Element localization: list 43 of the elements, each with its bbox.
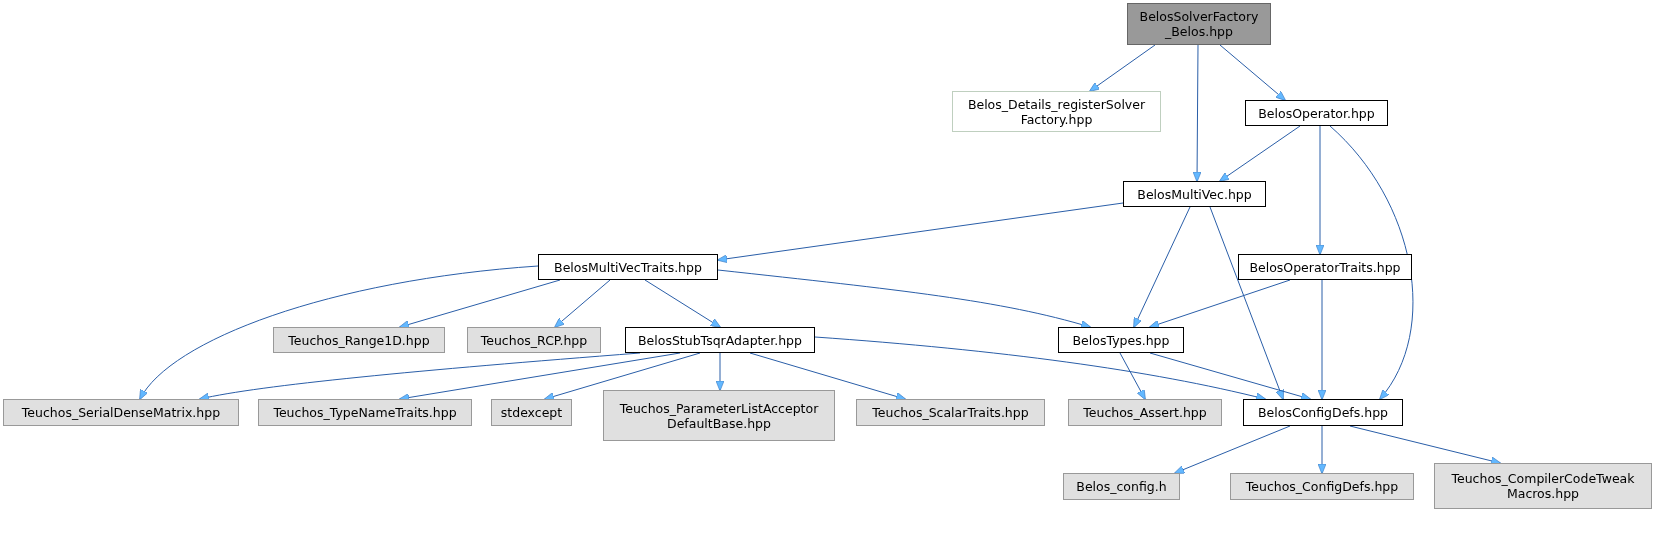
arrow	[644, 279, 722, 328]
file-node: BelosTypes.hpp	[1058, 327, 1184, 353]
file-node: Teuchos_TypeNameTraits.hpp	[258, 399, 472, 426]
arrow	[1219, 44, 1287, 101]
arrow	[717, 269, 1092, 329]
arrow	[1329, 125, 1414, 401]
file-node: Teuchos_ConfigDefs.hpp	[1230, 473, 1414, 500]
file-node: BelosOperator.hpp	[1245, 100, 1388, 126]
arrow	[1315, 125, 1325, 256]
file-node: Teuchos_Assert.hpp	[1068, 399, 1222, 426]
arrow	[1192, 44, 1202, 183]
file-node: Teuchos_SerialDenseMatrix.hpp	[3, 399, 239, 426]
file-node: BelosConfigDefs.hpp	[1243, 399, 1403, 426]
file-node: Teuchos_RCP.hpp	[467, 327, 601, 353]
file-node: stdexcept	[491, 399, 572, 426]
arrow	[1317, 279, 1327, 401]
arrow	[398, 279, 561, 329]
arrow	[749, 352, 907, 401]
file-node: Belos_Details_registerSolver Factory.hpp	[952, 91, 1161, 132]
file-node: BelosStubTsqrAdapter.hpp	[625, 327, 815, 353]
arrow	[1173, 425, 1291, 474]
file-node: BelosSolverFactory _Belos.hpp	[1127, 3, 1271, 45]
arrow	[1088, 44, 1156, 92]
arrow	[553, 279, 611, 328]
arrow	[1149, 352, 1312, 401]
arrow	[1218, 125, 1301, 182]
file-node: Teuchos_ScalarTraits.hpp	[856, 399, 1045, 426]
file-node: Teuchos_CompilerCodeTweak Macros.hpp	[1434, 463, 1652, 509]
arrow	[716, 202, 1124, 263]
arrow	[139, 265, 539, 401]
file-node: Teuchos_ParameterListAcceptor DefaultBase.hpp	[603, 390, 835, 441]
file-node: Belos_config.h	[1063, 473, 1180, 500]
file-node: Teuchos_Range1D.hpp	[273, 327, 445, 353]
arrow	[1133, 206, 1191, 329]
arrow	[1119, 352, 1146, 401]
file-node: BelosOperatorTraits.hpp	[1238, 254, 1412, 280]
file-node: BelosMultiVec.hpp	[1123, 181, 1266, 207]
arrow	[543, 352, 701, 401]
file-node: BelosMultiVecTraits.hpp	[538, 254, 718, 280]
arrow	[1317, 425, 1327, 475]
arrow	[715, 352, 725, 392]
arrow	[1148, 279, 1291, 329]
arrow	[1209, 206, 1284, 401]
